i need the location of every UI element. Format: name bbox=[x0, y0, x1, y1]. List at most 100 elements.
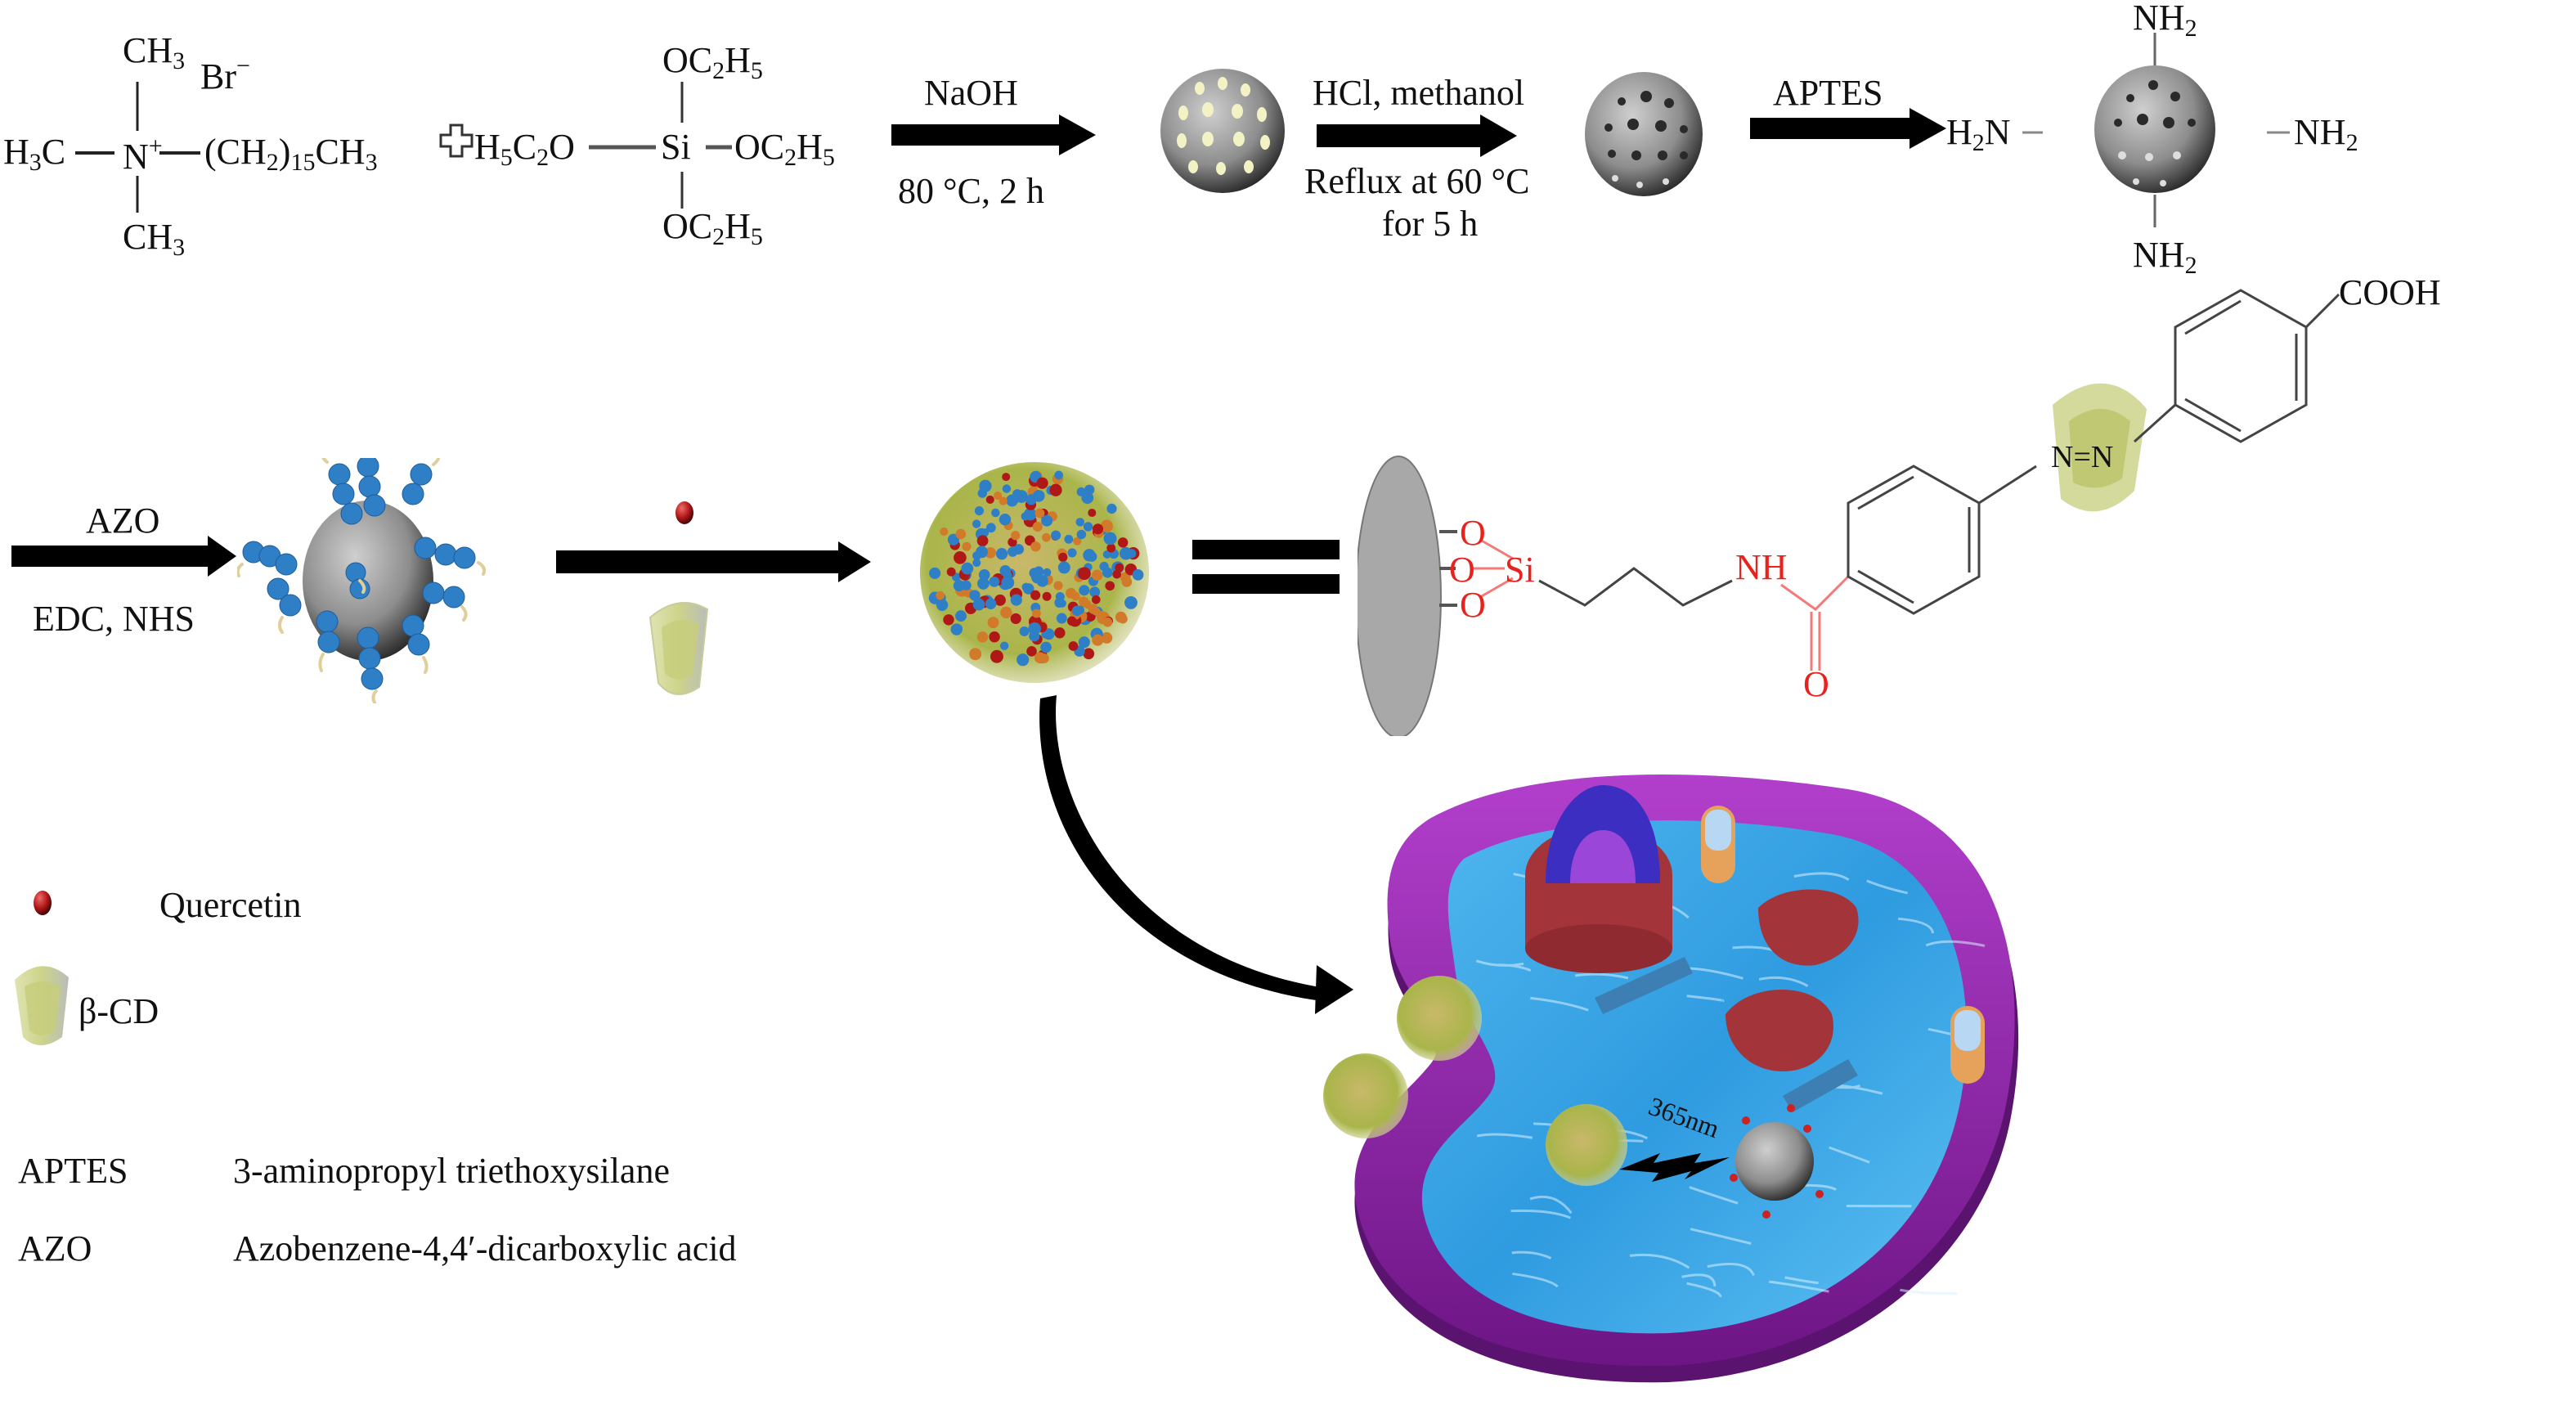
ctab-nitrogen: N+ bbox=[123, 134, 163, 175]
nanocarrier-dot bbox=[1118, 614, 1127, 623]
nanocarrier-dot bbox=[929, 568, 940, 579]
nanocarrier-dot bbox=[1020, 626, 1030, 636]
step1-condition: 80 °C, 2 h bbox=[898, 173, 1044, 209]
legend-label-quercetin: Quercetin bbox=[159, 887, 301, 923]
nanocarrier-dot bbox=[999, 514, 1011, 525]
ctab-bottom-methyl: CH3 bbox=[123, 219, 185, 260]
nanocarrier-dot bbox=[1077, 530, 1086, 539]
nanocarrier-dot bbox=[969, 648, 981, 660]
nanocarrier-dot bbox=[1033, 522, 1043, 532]
step1-reagent: NaOH bbox=[924, 75, 1018, 111]
teos-bottom-group: OC2H5 bbox=[662, 209, 763, 249]
nanocarrier-dot bbox=[1036, 575, 1048, 586]
ctab-left-methyl: H3C bbox=[3, 134, 65, 175]
nanocarrier-dot bbox=[996, 548, 1008, 559]
nanocarrier-dot bbox=[955, 610, 967, 622]
nanocarrier-dot bbox=[1011, 595, 1022, 606]
step2-arrow-icon bbox=[1317, 115, 1517, 157]
linker-oxygen-3: O bbox=[1460, 587, 1486, 623]
nanocarrier-dot bbox=[1037, 478, 1048, 489]
amine-particle: NH2 H2N NH2 NH2 bbox=[1946, 0, 2372, 278]
bromide-ion: Br− bbox=[200, 54, 250, 95]
nanocarrier-dot bbox=[1092, 635, 1103, 646]
beta-cd-cone-icon bbox=[13, 957, 70, 1051]
nanocarrier-dot bbox=[1008, 546, 1017, 556]
nanocarrier-graphic bbox=[900, 454, 1169, 699]
teos-left-group: H5C2O bbox=[474, 129, 575, 170]
nanocarrier-dot bbox=[1078, 567, 1091, 580]
nanocarrier-dot bbox=[1054, 627, 1065, 638]
nanocarrier-dot bbox=[1049, 484, 1061, 496]
nanocarrier-dot bbox=[1000, 641, 1008, 649]
teos-right-group: OC2H5 bbox=[734, 129, 835, 170]
ctab-structure: CH3 Br− H3C N+ (CH2)15CH3 CH3 bbox=[0, 25, 425, 245]
step4-condition: EDC, NHS bbox=[33, 601, 195, 637]
nanocarrier-dot bbox=[936, 599, 948, 611]
nanocarrier-dot bbox=[1016, 653, 1029, 666]
azo-grafted-particle bbox=[237, 458, 499, 703]
nanocarrier-dot bbox=[1058, 561, 1070, 573]
plus-icon bbox=[438, 123, 474, 159]
nanocarrier-dot bbox=[1133, 569, 1144, 581]
nanocarrier-dot bbox=[1000, 607, 1012, 618]
nanocarrier-dot bbox=[1076, 518, 1085, 527]
nanocarrier-dot bbox=[977, 577, 990, 590]
nanocarrier-dot bbox=[1088, 509, 1096, 517]
nanocarrier-dot bbox=[1104, 532, 1117, 545]
linker-bonds bbox=[1358, 245, 2576, 736]
template-particle bbox=[1157, 65, 1288, 196]
nanocarrier-dot bbox=[1057, 613, 1067, 624]
nanocarrier-dot bbox=[1127, 549, 1136, 558]
nanocarrier-dot bbox=[1069, 641, 1079, 651]
nanocarrier-dot bbox=[1030, 590, 1040, 600]
abbr-azo-definition: Azobenzene-4,4′-dicarboxylic acid bbox=[233, 1231, 737, 1267]
ctab-chain: (CH2)15CH3 bbox=[204, 134, 378, 175]
nanocarrier-dot bbox=[1034, 652, 1046, 663]
nanocarrier-dot bbox=[1105, 581, 1115, 590]
nanocarrier-dot bbox=[1072, 606, 1083, 617]
nanocarrier-dot bbox=[1003, 571, 1012, 580]
water-caustic bbox=[1900, 1290, 1957, 1293]
step2-reagent: HCl, methanol bbox=[1313, 75, 1524, 111]
quercetin-reagent-icon bbox=[675, 501, 694, 525]
nanocarrier-dot bbox=[976, 546, 988, 558]
nanocarrier-dot bbox=[1102, 568, 1113, 578]
nanocarrier-dot bbox=[989, 577, 999, 587]
linker-structure: O O O Si NH O N=N COOH bbox=[1358, 245, 2576, 736]
nanocarrier-dot bbox=[961, 563, 973, 575]
nanocarrier-dot bbox=[991, 509, 1000, 518]
nanocarrier-dot bbox=[1011, 613, 1021, 624]
nanocarrier-dot bbox=[1083, 549, 1095, 561]
abbr-azo: AZO bbox=[18, 1231, 92, 1267]
carboxylic-acid: COOH bbox=[2339, 275, 2441, 311]
nanocarrier-dot bbox=[1033, 490, 1045, 502]
nanocarrier-dot bbox=[962, 542, 971, 551]
teos-silicon: Si bbox=[661, 129, 691, 165]
nanocarrier-dot bbox=[1054, 471, 1063, 480]
nanocarrier-dot bbox=[986, 496, 994, 504]
nanocarrier-dot bbox=[1035, 509, 1045, 519]
nanocarrier-dot bbox=[972, 559, 981, 567]
ctab-top-methyl: CH3 bbox=[123, 33, 185, 74]
nanocarrier-dot bbox=[977, 631, 988, 642]
nanocarrier-dot bbox=[972, 519, 981, 528]
nanocarrier-dot bbox=[1071, 592, 1080, 601]
legend-label-beta-cd: β-CD bbox=[79, 994, 159, 1030]
nanocarrier-dot bbox=[990, 650, 1003, 663]
loaded-nanocarrier bbox=[900, 454, 1169, 699]
nanocarrier-dot bbox=[1092, 569, 1103, 581]
nanocarrier-dot bbox=[1103, 617, 1113, 627]
nanocarrier-dot bbox=[940, 528, 948, 536]
nanocarrier-dot bbox=[936, 591, 945, 600]
nanocarrier-dot bbox=[1042, 533, 1051, 542]
nanocarrier-dot bbox=[1051, 531, 1061, 541]
nanocarrier-dot bbox=[1043, 592, 1052, 601]
nanocarrier-dot bbox=[1067, 617, 1077, 626]
legend-item-quercetin: Quercetin bbox=[33, 879, 442, 928]
amide-nh: NH bbox=[1735, 550, 1788, 586]
beta-cd-reagent-icon bbox=[642, 593, 716, 699]
linker-silicon: Si bbox=[1505, 552, 1535, 588]
nanocarrier-dot bbox=[989, 631, 999, 642]
nanocarrier-dot bbox=[1064, 535, 1073, 544]
abbr-aptes-definition: 3-aminopropyl triethoxysilane bbox=[233, 1153, 670, 1189]
